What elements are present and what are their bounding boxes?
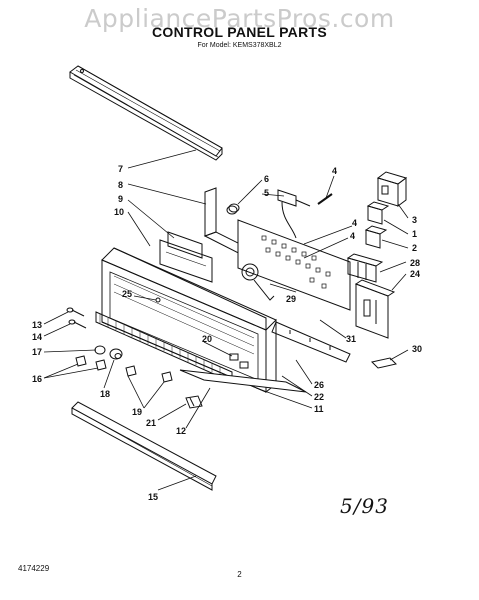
terminal-block-28 — [346, 253, 384, 283]
knob-18 — [109, 348, 123, 360]
callout-17: 17 — [32, 347, 42, 357]
callout-29: 29 — [286, 294, 296, 304]
callout-15: 15 — [148, 492, 158, 502]
bottom-trim-strip — [71, 401, 217, 491]
switch-21 — [185, 395, 203, 409]
callout-30: 30 — [412, 344, 422, 354]
callout-25: 25 — [122, 289, 132, 299]
callout-31: 31 — [346, 334, 356, 344]
callout-3: 3 — [412, 215, 417, 225]
callout-13: 13 — [32, 320, 42, 330]
top-trim-strip — [69, 65, 223, 161]
callout-5: 5 — [264, 188, 269, 198]
fuse-4a — [317, 193, 333, 205]
screw-14 — [68, 319, 87, 329]
footer-code: 4174229 — [18, 564, 50, 573]
knob-part — [226, 203, 240, 215]
leader-lines — [43, 149, 409, 491]
callout-22: 22 — [314, 392, 324, 402]
callout-12: 12 — [176, 426, 186, 436]
rear-rail — [271, 321, 351, 363]
callout-labels: 7 8 9 10 6 5 4 4 4 3 1 2 28 24 25 29 13 … — [32, 164, 422, 502]
callout-10: 10 — [114, 207, 124, 217]
connector-5 — [277, 189, 311, 239]
callout-18: 18 — [100, 389, 110, 399]
clip-30 — [371, 357, 397, 369]
callout-4-mid: 4 — [352, 218, 357, 228]
handwritten-date: 5/93 — [340, 494, 389, 518]
callout-11: 11 — [314, 404, 324, 414]
callout-1: 1 — [412, 229, 417, 239]
callout-19: 19 — [132, 407, 142, 417]
callout-20: 20 — [202, 334, 212, 344]
button-19b — [161, 371, 173, 383]
page-title: CONTROL PANEL PARTS — [151, 24, 327, 40]
callout-8: 8 — [118, 180, 123, 190]
button-16b — [95, 359, 107, 371]
page-number: 2 — [237, 570, 242, 579]
callout-24: 24 — [410, 269, 420, 279]
display-window — [159, 231, 213, 283]
switch-2 — [364, 225, 388, 249]
callout-9: 9 — [118, 194, 123, 204]
callout-21: 21 — [146, 418, 156, 428]
switch-1 — [366, 201, 390, 225]
mounting-plate-24 — [354, 279, 396, 339]
washer-17 — [94, 345, 106, 355]
callout-28: 28 — [410, 258, 420, 268]
relay-3 — [376, 171, 408, 207]
screw-13 — [66, 307, 85, 317]
callout-4-top: 4 — [332, 166, 337, 176]
control-board — [237, 219, 351, 311]
callout-6: 6 — [264, 174, 269, 184]
callout-7: 7 — [118, 164, 123, 174]
callout-26: 26 — [314, 380, 324, 390]
callout-2: 2 — [412, 243, 417, 253]
button-19a — [125, 365, 137, 377]
model-subtitle: For Model: KEMS378XBL2 — [197, 42, 282, 49]
watermark: AppliancePartsPros.com — [84, 4, 395, 33]
button-16a — [75, 355, 87, 367]
callout-14: 14 — [32, 332, 42, 342]
callout-16: 16 — [32, 374, 42, 384]
callout-4-low: 4 — [350, 231, 355, 241]
vent-grille — [95, 311, 233, 383]
